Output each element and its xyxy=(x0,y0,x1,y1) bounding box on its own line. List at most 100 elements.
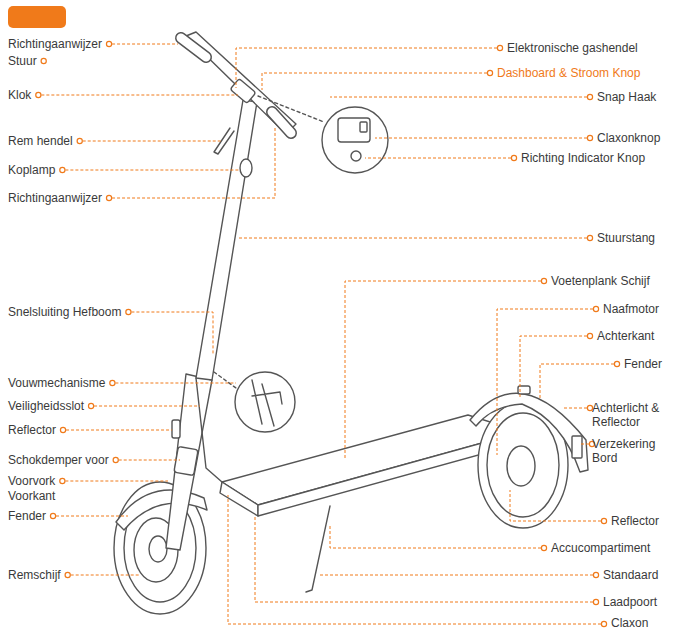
part-label: Richting Indicator Knop xyxy=(521,151,645,165)
leader-dot xyxy=(587,405,592,410)
part-label: Richtingaanwijzer xyxy=(8,191,102,205)
leader-line xyxy=(41,95,238,96)
zoom-circle-fold xyxy=(235,372,295,432)
zoom-switch-housing xyxy=(338,118,370,142)
leader-line xyxy=(540,364,614,398)
plate-holder xyxy=(572,436,582,458)
part-label: Verzekering Bord xyxy=(592,437,672,465)
zoom-indicator-button xyxy=(351,151,361,161)
zoom-link xyxy=(258,96,324,122)
deck-front-side xyxy=(220,482,258,516)
part-label: Accucompartiment xyxy=(551,541,650,555)
part-label: Voetenplank Schijf xyxy=(551,274,650,288)
leader-dot xyxy=(126,309,131,314)
leader-line xyxy=(330,97,587,98)
part-label: Claxon xyxy=(611,616,648,630)
rear-fender xyxy=(470,393,588,472)
leader-line xyxy=(94,406,200,407)
leader-dot xyxy=(541,278,546,283)
leader-line xyxy=(318,575,593,576)
headlight xyxy=(240,159,252,177)
leader-dot xyxy=(36,92,41,97)
dashboard xyxy=(230,79,256,104)
part-label: Reflector xyxy=(611,514,659,528)
part-label: Fender xyxy=(624,357,662,371)
leader-line xyxy=(56,516,128,517)
leader-dot xyxy=(60,167,65,172)
leader-dot xyxy=(106,195,111,200)
leader-dot xyxy=(41,58,46,63)
leader-dot xyxy=(60,427,65,432)
front-wheel xyxy=(114,482,206,614)
part-label: Achterlicht & Reflector xyxy=(592,401,672,429)
part-label: Veiligheidsslot xyxy=(8,399,84,413)
leader-dot xyxy=(50,513,55,518)
leader-dot xyxy=(614,361,619,366)
leader-line xyxy=(365,158,511,159)
front-shock xyxy=(174,446,198,475)
leader-dot xyxy=(60,478,65,483)
header-tab xyxy=(8,6,66,28)
part-label: Dashboard & Stroom Knop xyxy=(497,66,640,80)
leader-line xyxy=(580,444,589,445)
leader-dot xyxy=(113,457,118,462)
leader-dot xyxy=(587,135,592,140)
leader-line xyxy=(330,525,541,548)
leader-dot xyxy=(65,572,70,577)
leader-dot xyxy=(593,599,598,604)
leader-dot xyxy=(110,380,115,385)
part-label: Stuurstang xyxy=(597,231,655,245)
part-label: Stuur xyxy=(8,54,37,68)
part-label: Richtingaanwijzer xyxy=(8,37,102,51)
part-label: Schokdemper voor xyxy=(8,453,109,467)
leader-dot xyxy=(77,138,82,143)
part-label: Claxonknop xyxy=(597,131,660,145)
part-label: Standaard xyxy=(603,568,658,582)
leader-dot xyxy=(601,621,606,626)
leader-line xyxy=(510,490,601,521)
kickstand xyxy=(306,506,330,592)
leader-dot xyxy=(587,235,592,240)
leader-dot xyxy=(511,155,516,160)
part-label: Elektronische gashendel xyxy=(507,41,638,55)
leader-line xyxy=(236,48,497,88)
leader-line xyxy=(112,128,275,198)
brake-lever xyxy=(214,128,234,154)
leader-line xyxy=(112,44,178,45)
part-label: Laadpoort xyxy=(603,595,657,609)
hub-motor xyxy=(507,446,535,486)
leader-line xyxy=(83,141,222,142)
leader-line xyxy=(115,383,236,384)
part-label: Fender xyxy=(8,509,46,523)
part-label: Remschijf xyxy=(8,568,61,582)
leader-dot xyxy=(497,45,502,50)
leader-dot xyxy=(593,306,598,311)
leader-dot xyxy=(88,403,93,408)
zoom-link-fold xyxy=(214,372,236,388)
leader-dot xyxy=(587,333,592,338)
leader-dot xyxy=(593,572,598,577)
leader-line xyxy=(65,170,240,171)
leader-dot xyxy=(541,545,546,550)
leader-line xyxy=(375,138,587,139)
leader-line xyxy=(71,575,140,576)
leader-line xyxy=(65,481,168,482)
part-label: Naafmotor xyxy=(603,302,659,316)
leader-line xyxy=(131,312,213,355)
leader-dot xyxy=(601,518,606,523)
zoom-fold-lever xyxy=(252,380,282,426)
zoom-horn-button xyxy=(360,122,367,132)
part-label: Reflector xyxy=(8,423,56,437)
front-hub xyxy=(149,536,167,562)
leader-line xyxy=(228,495,601,624)
leader-line xyxy=(562,408,587,409)
deck-neck xyxy=(196,378,222,482)
part-label: Vouwmechanisme xyxy=(8,376,105,390)
part-label: Snap Haak xyxy=(597,90,656,104)
part-label: Voorvork xyxy=(8,474,55,488)
front-tyre xyxy=(114,482,206,614)
rear-rim xyxy=(487,413,559,517)
leader-line xyxy=(520,336,587,398)
part-label: Voorkant xyxy=(8,489,55,503)
